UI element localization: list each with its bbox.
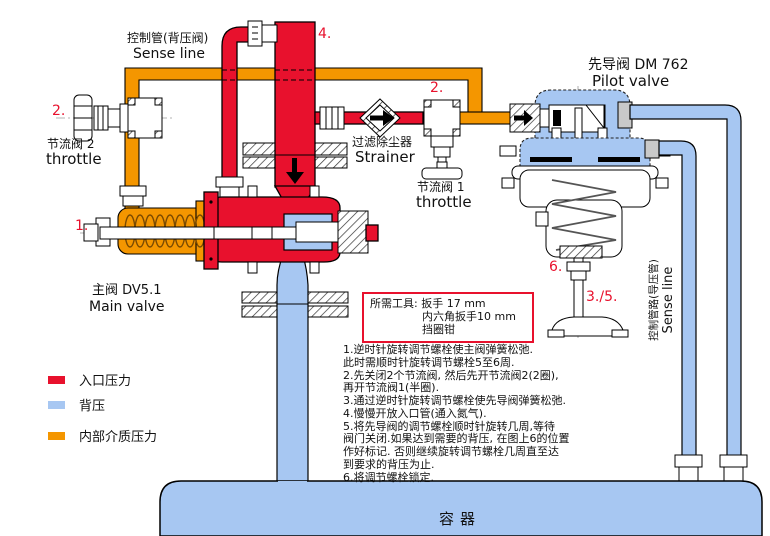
throttle-valve-1 [421,99,463,180]
sense-pipes-blue [629,104,748,482]
sense-pipe-red [215,20,278,198]
callout-1-main-valve: 1. [75,218,89,234]
vessel-label: 容器 [438,510,481,528]
inlet-pipe [273,21,317,203]
sense-line-right-label: 控制管路(导压管) Sense line [646,254,676,346]
callout-4-inlet: 4. [318,26,332,42]
instructions-text: 1.逆时针旋转调节螺栓使主阀弹簧松弛. 此时需顺时针旋转调节螺栓5至6周. 2.… [343,343,661,484]
instruction-line: 此时需顺时针旋转调节螺栓5至6周. [343,355,515,369]
legend-label: 背压 [79,399,106,414]
instruction-line: 再开节流阀1(半圈). [343,381,440,395]
throttle2-label-en: throttle [46,150,102,168]
pilot-valve-label-en: Pilot valve [592,72,670,90]
instruction-line: 6.将调节螺栓锁定. [343,470,434,484]
main-valve-label-zh: 主阀 DV5.1 [92,283,162,298]
legend-item-internal-medium-pressure: 内部介质压力 [48,426,157,445]
instruction-line: 5.将先导阀的调节螺栓顺时针旋转几周,等待 [343,419,555,433]
instruction-line: 3.通过逆时针旋转调节螺栓使先导阀弹簧松弛. [343,394,566,407]
callout-2-throttle2: 2. [52,103,66,119]
sense-line-right-label-zh: 控制管路(导压管) [648,259,660,341]
instruction-line: 2.先关闭2个节流阀, 然后先开节流阀2(2圈), [343,368,559,382]
required-tools-box: 所需工具: 扳手 17 mm 内六角扳手10 mm 挡圈钳 [362,292,534,343]
legend-swatch-blue [48,400,65,409]
outlet-pipe [276,251,309,485]
strainer [359,98,401,138]
callout-6-pilot: 6. [549,259,563,275]
instruction-line: 作好标记. 否则继续旋转调节螺栓几周直至达 [343,445,559,458]
legend-swatch-orange [48,431,65,440]
throttle1-label-en: throttle [416,193,472,211]
legend-item-inlet-pressure: 入口压力 [48,370,131,389]
legend-swatch-red [48,375,65,384]
instruction-line: 阀门关闭.如果达到需要的背压, 在图上6的位置 [343,432,570,446]
sense-line-top-label-en: Sense line [133,46,205,62]
throttle2-label-zh: 节流阀 2 [47,137,95,151]
tools-line-3: 挡圈钳 [422,323,455,337]
instruction-line: 1.逆时针旋转调节螺栓使主阀弹簧松弛. [343,343,533,356]
main-valve-label-en: Main valve [89,299,165,315]
pilot-valve-label-zh: 先导阀 DM 762 [588,57,689,73]
callout-2-throttle1: 2. [430,80,444,96]
legend-label: 入口压力 [79,374,132,389]
throttle-valve-2 [73,94,163,207]
instruction-line: 4.慢慢开放入口管(通入氮气). [343,406,487,420]
sense-line-top-label-zh: 控制管(背压阀) [127,31,209,45]
throttle1-label-zh: 节流阀 1 [417,180,465,194]
vessel-tank [159,480,763,536]
strainer-label-en: Strainer [355,148,415,166]
legend-item-back-pressure: 背压 [48,395,105,414]
tools-line-2: 内六角扳手10 mm [422,310,516,324]
sense-line-right-label-en: Sense line [661,266,676,334]
legend-label: 内部介质压力 [79,430,158,445]
instruction-line: 到要求的背压为止. [343,457,435,471]
tools-line-1: 所需工具: 扳手 17 mm [370,297,486,310]
strainer-label-zh: 过滤除尘器 [352,135,413,149]
callout-3-5-pilot: 3./5. [586,289,618,305]
main-valve [83,185,379,274]
